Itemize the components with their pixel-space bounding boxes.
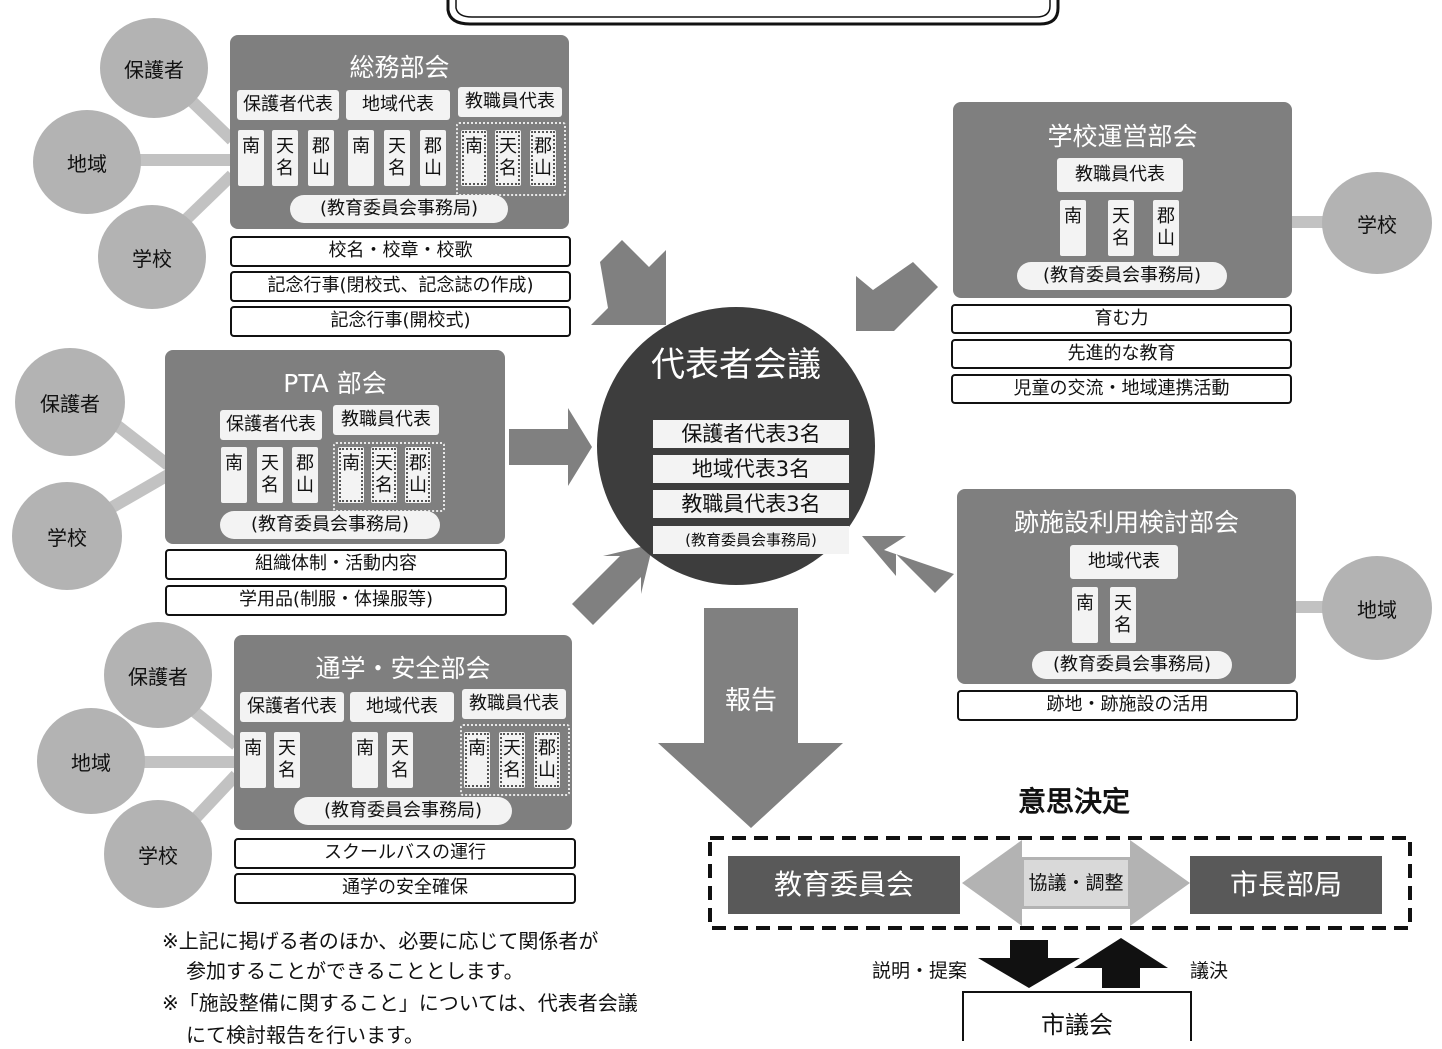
school-chip: 天名 — [495, 130, 521, 186]
school-chip: 郡山 — [308, 130, 334, 186]
school-chip: 天名 — [499, 732, 525, 788]
school-chip: 南 — [221, 447, 247, 503]
staff-group-frame — [456, 122, 566, 196]
school-chip: 郡山 — [405, 447, 431, 503]
topic-item: 記念行事(開校式) — [230, 306, 571, 337]
committee-tsugaku-title: 通学・安全部会 — [315, 654, 491, 683]
explanation-proposal-label: 説明・提案 — [872, 960, 968, 982]
topic-item: 学用品(制服・体操服等) — [165, 585, 507, 616]
topic-item: 記念行事(閉校式、記念誌の作成) — [230, 271, 571, 302]
school-chip: 南 — [461, 130, 487, 186]
school-chip: 郡山 — [420, 130, 446, 186]
representative-council-circle: 代表者会議 保護者代表3名 地域代表3名 教職員代表3名 (教育委員会事務局) — [597, 307, 875, 585]
topic-item: 先進的な教育 — [951, 339, 1292, 369]
council-member-label: 教職員代表3名 — [653, 490, 849, 518]
secretariat-label: (教育委員会事務局) — [290, 195, 508, 223]
footnote-line: 参加することができることとします。 — [186, 959, 524, 983]
committee-gakko-panel: 学校運営部会 教職員代表 南 天名 郡山 (教育委員会事務局) — [953, 102, 1292, 298]
school-chip: 南 — [352, 732, 378, 788]
committee-tsugaku-panel: 通学・安全部会 保護者代表 地域代表 教職員代表 南 天名 南 天名 南 天名 … — [234, 635, 572, 830]
secretariat-label: (教育委員会事務局) — [1032, 651, 1232, 679]
school-chip: 南 — [240, 732, 266, 788]
group-staff-label: 教職員代表 — [1057, 158, 1183, 192]
circle-school-soumu: 学校 — [98, 205, 206, 309]
circle-region-atoshisetsu: 地域 — [1322, 556, 1432, 660]
footnote-line: にて検討報告を行います。 — [186, 1023, 424, 1047]
decision-heading: 意思決定 — [1017, 785, 1130, 818]
committee-atoshisetsu-panel: 跡施設利用検討部会 地域代表 南 天名 (教育委員会事務局) — [957, 489, 1296, 684]
committee-soumu-title: 総務部会 — [349, 53, 450, 82]
committee-pta-title: PTA 部会 — [283, 369, 387, 398]
circle-region-tsugaku: 地域 — [37, 708, 145, 814]
topic-item: 校名・校章・校歌 — [230, 236, 571, 267]
council-secretariat-label: (教育委員会事務局) — [653, 526, 849, 554]
group-guardian-label: 保護者代表 — [237, 90, 339, 120]
circle-school-gakko: 学校 — [1322, 172, 1432, 274]
secretariat-label: (教育委員会事務局) — [1017, 262, 1227, 290]
school-chip: 郡山 — [292, 447, 318, 503]
school-chip: 郡山 — [534, 732, 560, 788]
committee-soumu-panel: 総務部会 保護者代表 地域代表 教職員代表 南 天名 郡山 南 天名 郡山 南 … — [230, 35, 569, 229]
topic-item: 組織体制・活動内容 — [165, 549, 507, 580]
topic-item: 育む力 — [951, 304, 1292, 334]
circle-school-pta: 学校 — [12, 482, 122, 590]
staff-group-frame — [460, 724, 570, 796]
council-title: 代表者会議 — [651, 345, 821, 385]
school-chip: 南 — [464, 732, 490, 788]
school-chip: 南 — [238, 130, 264, 186]
footnote-line: ※上記に掲げる者のほか、必要に応じて関係者が — [162, 929, 599, 953]
school-chip: 天名 — [1108, 200, 1134, 256]
consultation-label: 協議・調整 — [1028, 872, 1124, 894]
circle-guardian-pta: 保護者 — [15, 348, 125, 456]
report-label: 報告 — [724, 686, 777, 716]
group-staff-label: 教職員代表 — [458, 87, 562, 117]
topic-item: スクールバスの運行 — [234, 838, 576, 869]
circle-school-tsugaku: 学校 — [104, 800, 212, 908]
circle-guardian-soumu: 保護者 — [100, 18, 208, 118]
resolution-label: 議決 — [1190, 960, 1229, 982]
council-member-label: 保護者代表3名 — [653, 420, 849, 448]
school-chip: 南 — [338, 447, 364, 503]
group-region-label: 地域代表 — [346, 90, 450, 120]
secretariat-label: (教育委員会事務局) — [294, 797, 512, 825]
topic-item: 通学の安全確保 — [234, 873, 576, 904]
school-chip: 南 — [1060, 200, 1086, 256]
school-chip: 天名 — [272, 130, 298, 186]
circle-guardian-tsugaku: 保護者 — [104, 622, 212, 728]
footnote-line: ※「施設整備に関すること」については、代表者会議 — [162, 991, 638, 1015]
school-chip: 天名 — [1110, 587, 1136, 643]
council-member-label: 地域代表3名 — [653, 455, 849, 483]
topic-item: 跡地・跡施設の活用 — [957, 690, 1298, 721]
school-chip: 天名 — [257, 447, 283, 503]
mayor-office-box: 市長部局 — [1190, 856, 1382, 914]
school-chip: 天名 — [384, 130, 410, 186]
committee-pta-panel: PTA 部会 保護者代表 教職員代表 南 天名 郡山 南 天名 郡山 (教育委員… — [165, 350, 505, 544]
school-chip: 天名 — [371, 447, 397, 503]
city-council-label: 市議会 — [1041, 1011, 1113, 1039]
group-staff-label: 教職員代表 — [462, 689, 566, 719]
secretariat-label: (教育委員会事務局) — [220, 511, 440, 539]
school-chip: 天名 — [274, 732, 300, 788]
group-guardian-label: 保護者代表 — [220, 410, 322, 440]
school-chip: 南 — [348, 130, 374, 186]
group-region-label: 地域代表 — [1070, 545, 1178, 579]
board-of-education-box: 教育委員会 — [728, 856, 960, 914]
circle-region-soumu: 地域 — [33, 110, 141, 214]
topic-item: 児童の交流・地域連携活動 — [951, 374, 1292, 404]
school-chip: 天名 — [387, 732, 413, 788]
committee-atoshisetsu-title: 跡施設利用検討部会 — [1013, 508, 1239, 537]
group-staff-label: 教職員代表 — [333, 405, 439, 435]
committee-gakko-title: 学校運営部会 — [1047, 122, 1198, 151]
school-chip: 南 — [1072, 587, 1098, 643]
group-region-label: 地域代表 — [350, 692, 454, 722]
school-chip: 郡山 — [530, 130, 556, 186]
school-chip: 郡山 — [1153, 200, 1179, 256]
group-guardian-label: 保護者代表 — [240, 692, 344, 722]
